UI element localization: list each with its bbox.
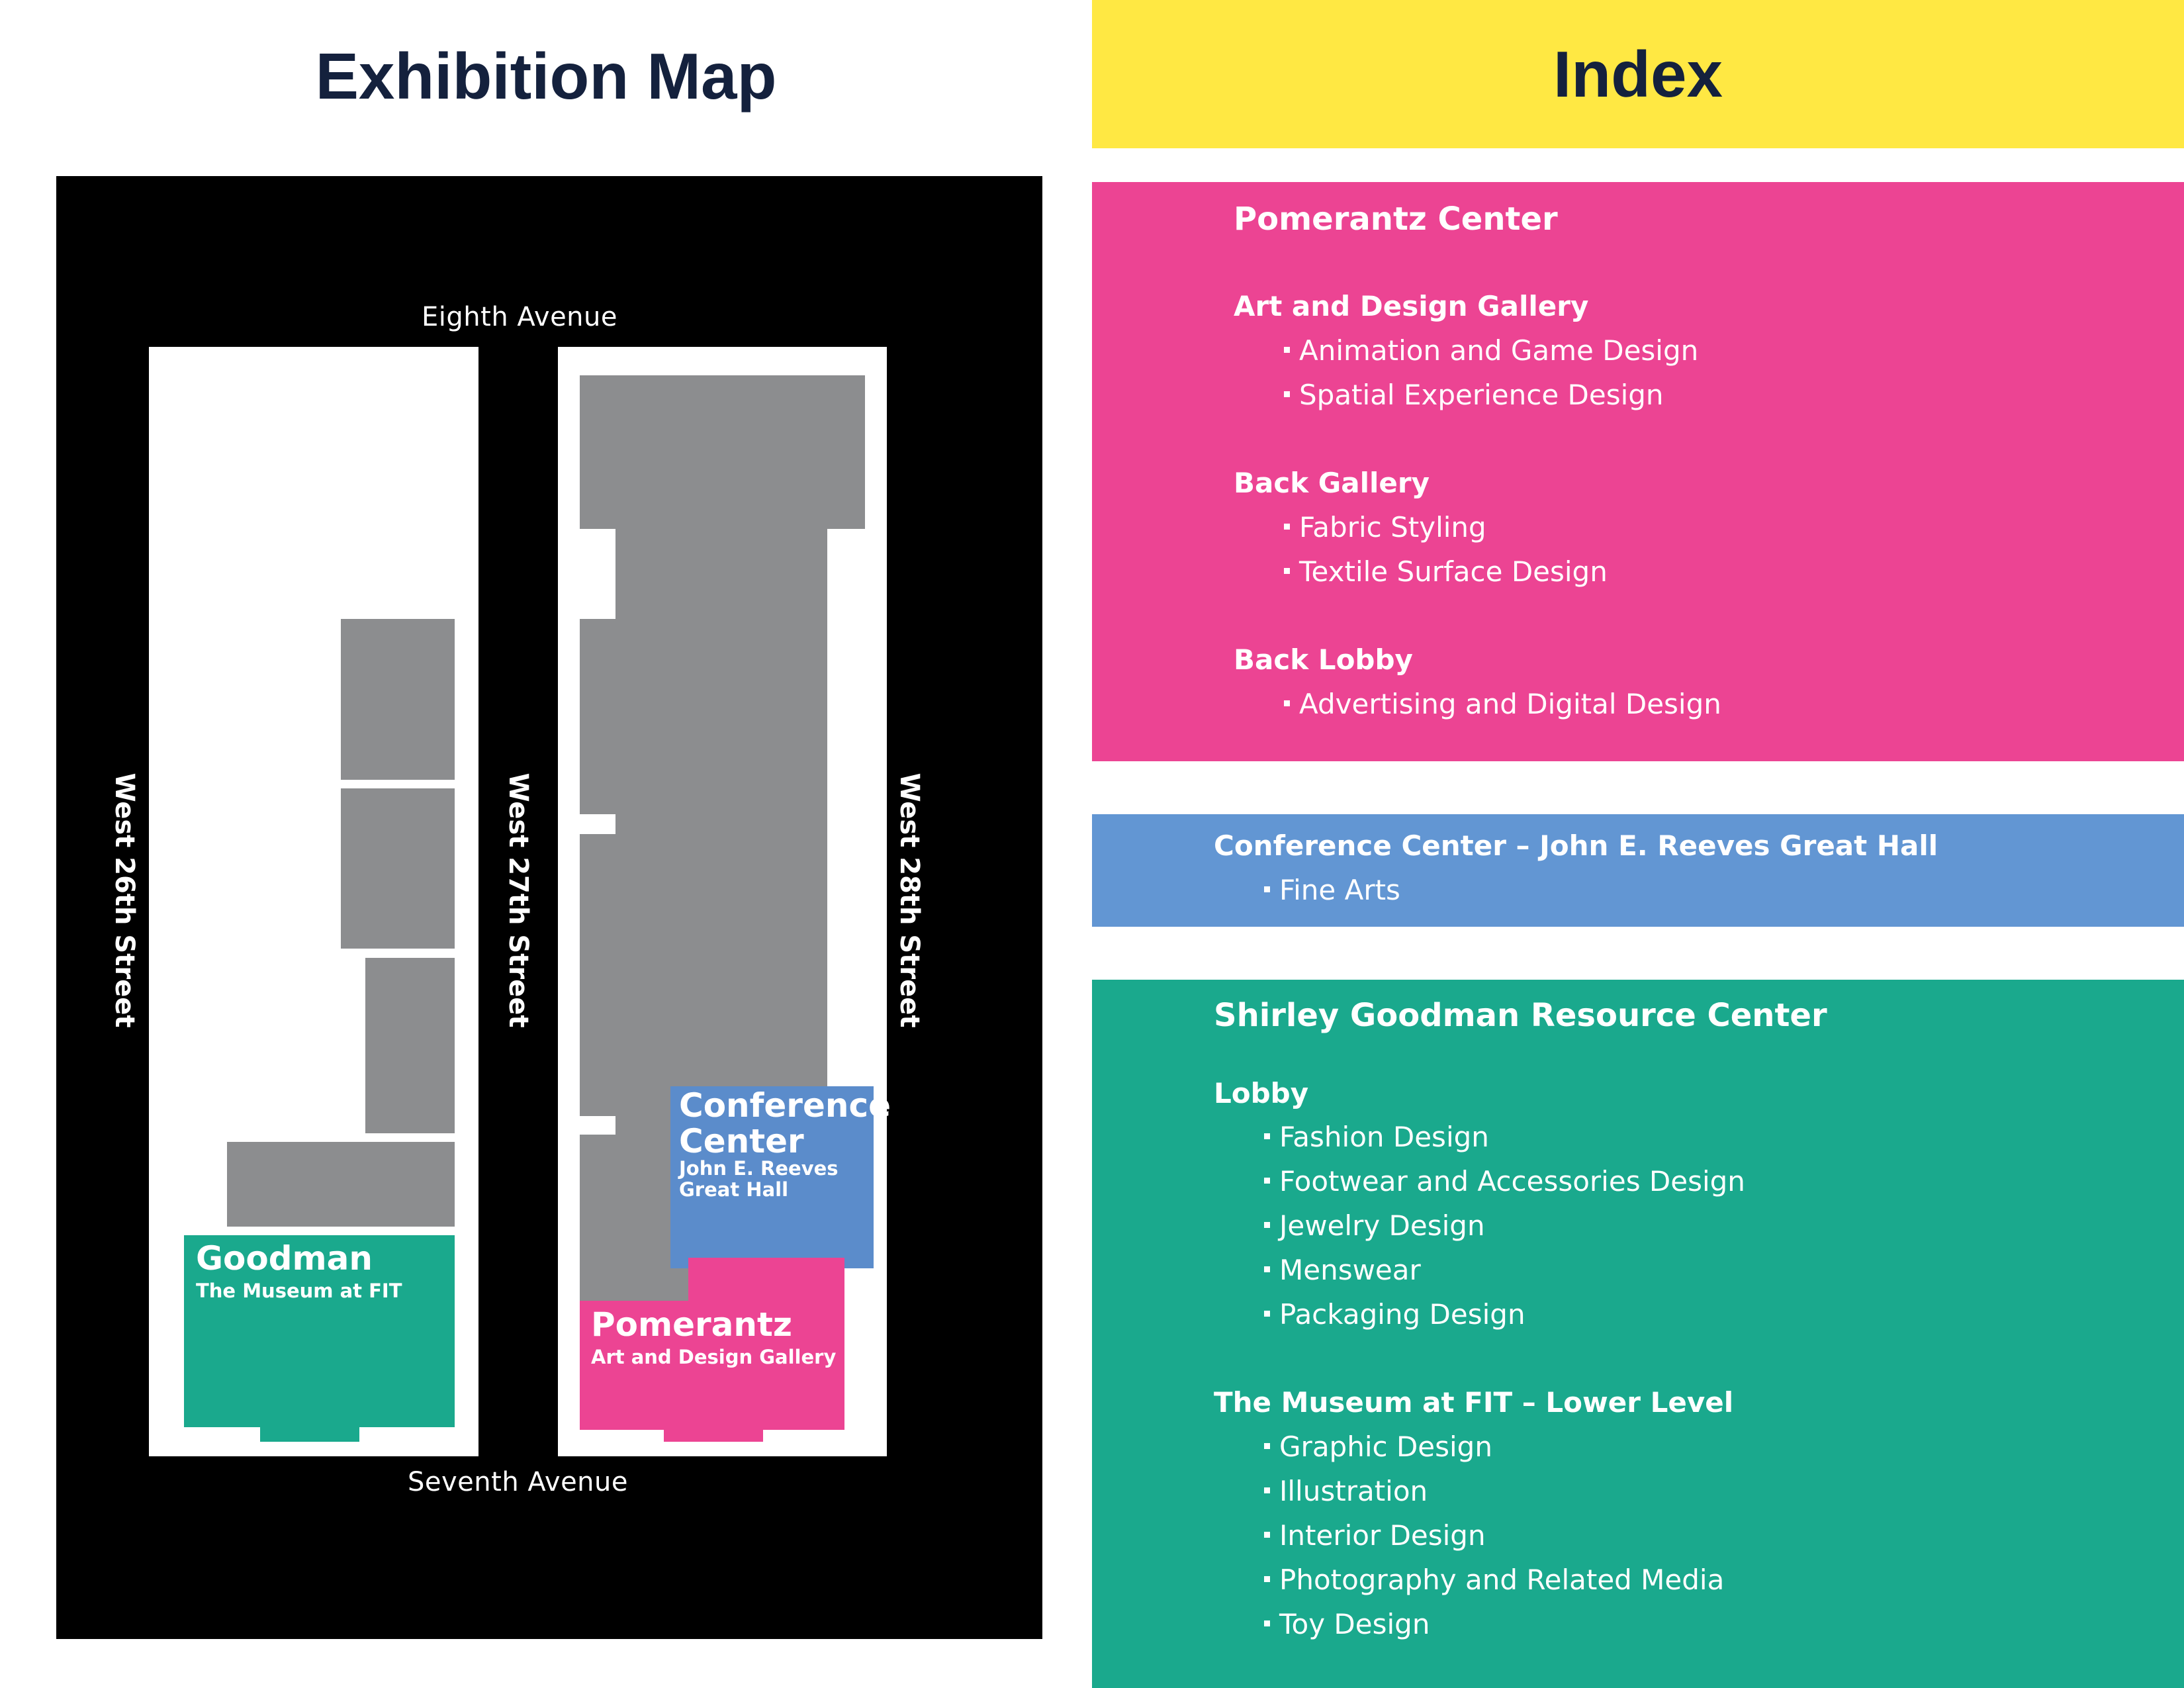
index-header: Index [1092,0,2184,148]
index-group-heading: Back Lobby [1234,643,1413,676]
bullet-icon [1264,1178,1270,1184]
bullet-icon [1284,391,1290,397]
building [580,834,827,1116]
index-conference-heading: Conference Center – John E. Reeves Great… [1214,829,1938,862]
index-pomerantz-heading: Pomerantz Center [1234,201,1558,238]
venue-pomerantz-upper [688,1258,844,1304]
index-list-item: Animation and Game Design [1284,334,1698,367]
index-panel-conference: Conference Center – John E. Reeves Great… [1092,814,2184,927]
bullet-icon [1264,886,1270,892]
street-label-west-26th: West 26th Street [109,773,140,1028]
building [341,788,455,949]
bullet-icon [1284,347,1290,353]
index-list-item: Illustration [1264,1475,1428,1507]
index-list-item: Fine Arts [1264,874,1400,906]
index-list-item: Fabric Styling [1284,511,1486,543]
bullet-icon [1264,1266,1270,1272]
index-group-heading: The Museum at FIT – Lower Level [1214,1386,1734,1419]
venue-conference-title-line2: Center [679,1122,804,1160]
venue-goodman-subtitle: The Museum at FIT [196,1280,402,1302]
bullet-icon [1264,1576,1270,1582]
bullet-icon [1284,524,1290,530]
building [580,619,827,814]
building [580,375,865,529]
index-list-item: Fashion Design [1264,1121,1489,1153]
street-label-west-28th: West 28th Street [894,773,925,1028]
index-panel-pomerantz: Pomerantz Center Art and Design Gallery … [1092,182,2184,761]
venue-conference-subtitle-line1: John E. Reeves [679,1157,839,1180]
index-group-heading: Lobby [1214,1077,1309,1109]
bullet-icon [1264,1620,1270,1626]
street-label-seventh-avenue: Seventh Avenue [408,1467,628,1497]
index-panel-goodman: Shirley Goodman Resource Center Lobby Fa… [1092,980,2184,1688]
index-list-item: Interior Design [1264,1519,1486,1552]
building [615,814,827,834]
building [341,619,455,780]
venue-conference-subtitle-line2: Great Hall [679,1178,789,1201]
building [365,958,455,1133]
index-list-item: Packaging Design [1264,1298,1525,1331]
index-list-item: Jewelry Design [1264,1209,1485,1242]
venue-goodman-entrance [260,1423,359,1442]
venue-goodman[interactable]: Goodman The Museum at FIT [184,1235,455,1427]
index-goodman-heading: Shirley Goodman Resource Center [1214,997,1827,1034]
index-group-heading: Art and Design Gallery [1234,290,1589,322]
index-list-item: Advertising and Digital Design [1284,688,1721,720]
index-list-item: Menswear [1264,1254,1421,1286]
bullet-icon [1264,1443,1270,1449]
building [227,1142,455,1227]
index-list-item: Photography and Related Media [1264,1564,1724,1596]
index-list-item: Spatial Experience Design [1284,379,1664,411]
building [615,529,827,619]
bullet-icon [1264,1222,1270,1228]
index-list-item: Toy Design [1264,1608,1430,1640]
index-list-item: Footwear and Accessories Design [1264,1165,1745,1197]
venue-pomerantz-title: Pomerantz [591,1305,793,1344]
venue-goodman-title: Goodman [196,1239,373,1278]
street-label-eighth-avenue: Eighth Avenue [422,302,617,332]
venue-conference-title-line1: Conference [679,1086,891,1125]
index-title: Index [1553,38,1723,111]
index-list-item: Graphic Design [1264,1430,1492,1463]
bullet-icon [1264,1532,1270,1538]
map-title: Exhibition Map [315,40,777,113]
venue-pomerantz-subtitle: Art and Design Gallery [591,1346,837,1368]
venue-pomerantz-entrance [664,1423,763,1442]
bullet-icon [1264,1311,1270,1317]
venue-pomerantz[interactable]: Pomerantz Art and Design Gallery [580,1301,844,1430]
index-list-item: Textile Surface Design [1284,555,1608,588]
bullet-icon [1264,1133,1270,1139]
bullet-icon [1284,568,1290,574]
venue-conference-center[interactable]: Conference Center John E. Reeves Great H… [670,1086,891,1268]
building [580,1135,688,1303]
index-group-heading: Back Gallery [1234,467,1430,499]
street-label-west-27th: West 27th Street [503,773,533,1028]
bullet-icon [1284,700,1290,706]
bullet-icon [1264,1487,1270,1493]
building [615,1116,672,1135]
